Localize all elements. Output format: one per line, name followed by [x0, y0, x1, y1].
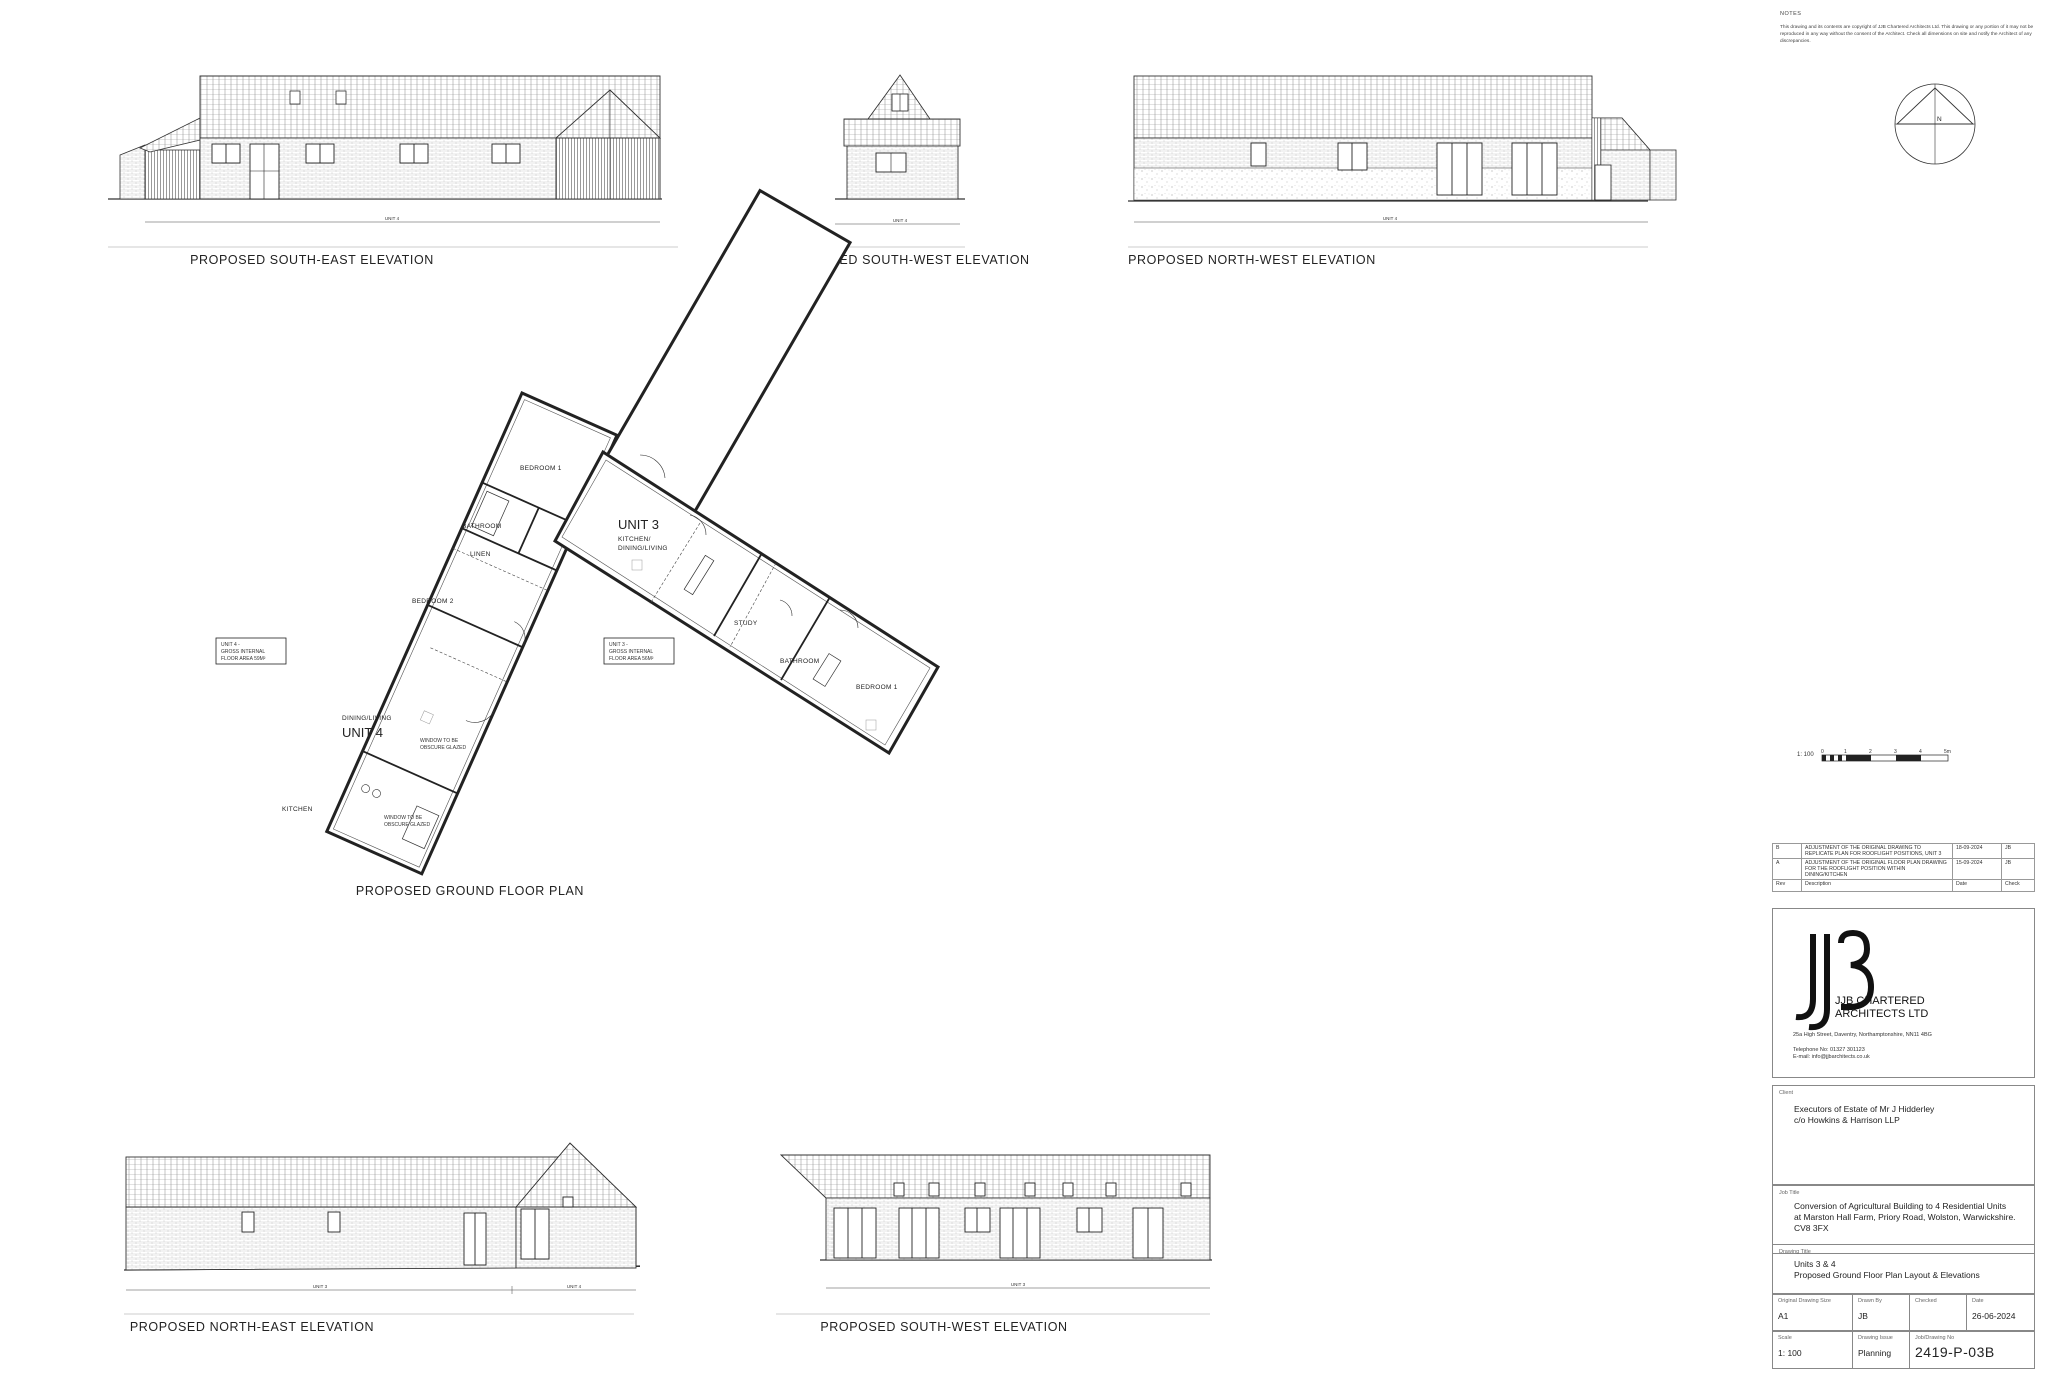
north-west-elevation: UNIT 4 PROPOSED NORTH-WEST ELEVATION	[1128, 75, 1677, 267]
scale-bar-label: 1: 100	[1797, 752, 1814, 758]
window-note-2b: OBSCURE GLAZED	[384, 822, 431, 828]
scale-tick-4: 4	[1919, 749, 1922, 755]
jjb-logo-icon	[1795, 929, 1875, 1031]
ne-dim-unit3: UNIT 3	[313, 1284, 328, 1289]
ground-floor-plan: UNIT 3 BEDROOM 1 KITCHEN/ DINING/LIVING …	[215, 188, 941, 898]
nw-elevation-title: PROPOSED NORTH-WEST ELEVATION	[1128, 253, 1376, 267]
south-west-elevation-bottom: UNIT 3 PROPOSED SOUTH-WEST ELEVATION	[776, 1154, 1212, 1334]
u4-bathroom-label: BATHROOM	[462, 523, 501, 530]
area-u4-line1: UNIT 4 -	[221, 642, 240, 648]
plan-title: PROPOSED GROUND FLOOR PLAN	[356, 884, 584, 898]
u3-dining-label: DINING/LIVING	[618, 545, 668, 552]
scale-tick-1: 1	[1844, 749, 1847, 755]
u4-kitchen-label: KITCHEN	[282, 806, 313, 813]
u3-bathroom-label: BATHROOM	[780, 658, 819, 665]
sw-top-elevation-title: PROPOSED SOUTH-WEST ELEVATION	[782, 253, 1029, 267]
se-dim-label: UNIT 4	[385, 216, 400, 221]
nw-dim-label: UNIT 4	[1383, 216, 1398, 221]
area-u3-line1: UNIT 3 -	[609, 642, 628, 648]
window-note-1b: OBSCURE GLAZED	[420, 745, 467, 751]
scale-tick-0: 0	[1821, 749, 1824, 755]
u4-bedroom2-label: BEDROOM 2	[412, 598, 454, 605]
area-u3-line3: FLOOR AREA 56M²	[609, 656, 654, 662]
title-block-job: Job Title Conversion of Agricultural Bui…	[1772, 1185, 2035, 1254]
u3-bedroom1-label: BEDROOM 1	[856, 684, 898, 691]
se-elevation-title: PROPOSED SOUTH-EAST ELEVATION	[190, 253, 434, 267]
plan-unit4-label: UNIT 4	[342, 725, 383, 740]
firm-address: 25a High Street, Daventry, Northamptonsh…	[1793, 1032, 1932, 1038]
plan-unit3-label: UNIT 3	[618, 517, 659, 532]
firm-contact: Telephone No: 01327 301123 E-mail: info@…	[1793, 1047, 1870, 1060]
north-compass: N	[1894, 83, 1976, 165]
sw-bottom-elevation-title: PROPOSED SOUTH-WEST ELEVATION	[820, 1320, 1067, 1334]
north-east-elevation: UNIT 3 UNIT 4 PROPOSED NORTH-EAST ELEVAT…	[123, 1142, 641, 1334]
window-note-1a: WINDOW TO BE	[420, 738, 459, 744]
drawing-number: 2419-P-03B	[1915, 1344, 1995, 1360]
firm-name: JJB CHARTERED ARCHITECTS LTD	[1835, 995, 1929, 1020]
revision-row: B ADJUSTMENT OF THE ORIGINAL DRAWING TO …	[1772, 843, 2035, 859]
window-note-2a: WINDOW TO BE	[384, 815, 423, 821]
scale-bar: 0 1 2 3 4 5m	[1821, 749, 1951, 762]
ne-elevation-title: PROPOSED NORTH-EAST ELEVATION	[130, 1320, 374, 1334]
scale-tick-5: 5m	[1944, 749, 1951, 755]
ne-dim-unit4: UNIT 4	[567, 1284, 582, 1289]
sw-bottom-dim-label: UNIT 3	[1011, 1282, 1026, 1287]
notes-body: This drawing and its contents are copyri…	[1780, 25, 2034, 44]
area-u3-line2: GROSS INTERNAL	[609, 649, 653, 655]
revision-row: A ADJUSTMENT OF THE ORIGINAL FLOOR PLAN …	[1772, 858, 2035, 880]
u4-dining-label: DINING/LIVING	[342, 715, 392, 722]
revision-header-row: Rev Description Date Check	[1772, 879, 2035, 892]
south-east-elevation: UNIT 4 PROPOSED SOUTH-EAST ELEVATION	[108, 75, 678, 267]
scale-tick-2: 2	[1869, 749, 1872, 755]
area-u4-line2: GROSS INTERNAL	[221, 649, 265, 655]
revisions-table: B ADJUSTMENT OF THE ORIGINAL DRAWING TO …	[1772, 843, 2035, 892]
u3-study-label: STUDY	[734, 620, 758, 627]
title-block-client: Client Executors of Estate of Mr J Hidde…	[1772, 1085, 2035, 1185]
south-west-elevation-top: UNIT 4 PROPOSED SOUTH-WEST ELEVATION	[782, 74, 1029, 267]
sw-top-dim-label: UNIT 4	[893, 218, 908, 223]
area-u4-line3: FLOOR AREA 59M²	[221, 656, 266, 662]
u4-linen-label: LINEN	[470, 551, 491, 558]
u3-kitchen-label: KITCHEN/	[618, 536, 651, 543]
title-block-drawing-title: Drawing Title Units 3 & 4 Proposed Groun…	[1772, 1244, 2035, 1294]
title-block-logo	[1772, 908, 2035, 1078]
u4-bedroom1-label: BEDROOM 1	[520, 465, 562, 472]
compass-n: N	[1937, 116, 1942, 123]
notes-heading: NOTES	[1780, 11, 1802, 17]
scale-tick-3: 3	[1894, 749, 1897, 755]
